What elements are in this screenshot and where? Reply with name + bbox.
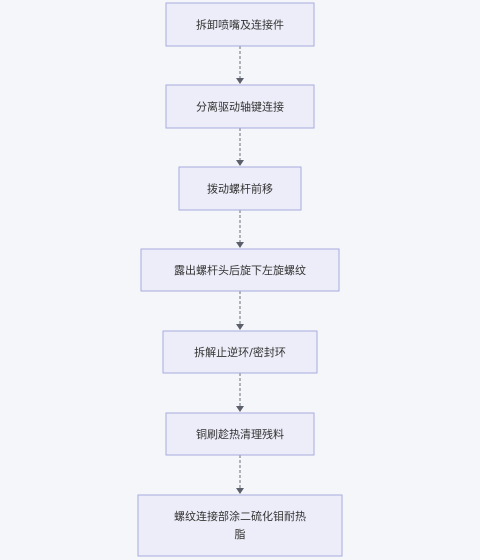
flow-node-label: 铜刷趁热清理残料 <box>196 427 284 441</box>
edge-2-3 <box>236 128 244 166</box>
edge-6-7 <box>236 455 244 494</box>
edge-1-2 <box>236 46 244 84</box>
edge-5-6 <box>236 373 244 412</box>
flow-node-push-screw: 拨动螺杆前移 <box>178 166 302 211</box>
flow-node-brush-clean: 铜刷趁热清理残料 <box>165 412 315 456</box>
flow-node-disassemble-nozzle: 拆卸喷嘴及连接件 <box>165 2 315 47</box>
edge-3-4 <box>236 210 244 248</box>
flow-node-remove-check-ring: 拆解止逆环/密封环 <box>162 330 318 374</box>
flow-node-label: 分离驱动轴键连接 <box>196 100 284 114</box>
flow-node-label: 拨动螺杆前移 <box>207 182 273 196</box>
flow-node-separate-drive-shaft: 分离驱动轴键连接 <box>165 84 315 129</box>
flow-node-unscrew-left-thread: 露出螺杆头后旋下左旋螺纹 <box>140 248 340 292</box>
flow-node-apply-grease: 螺纹连接部涂二硫化钼耐热 脂 <box>137 494 343 557</box>
flow-node-label: 拆卸喷嘴及连接件 <box>196 18 284 32</box>
flow-node-label: 拆解止逆环/密封环 <box>194 345 286 359</box>
flow-node-label: 露出螺杆头后旋下左旋螺纹 <box>174 263 306 277</box>
flow-node-label: 螺纹连接部涂二硫化钼耐热 <box>174 509 306 523</box>
flow-node-label-line2: 脂 <box>235 527 246 541</box>
edge-4-5 <box>236 291 244 330</box>
